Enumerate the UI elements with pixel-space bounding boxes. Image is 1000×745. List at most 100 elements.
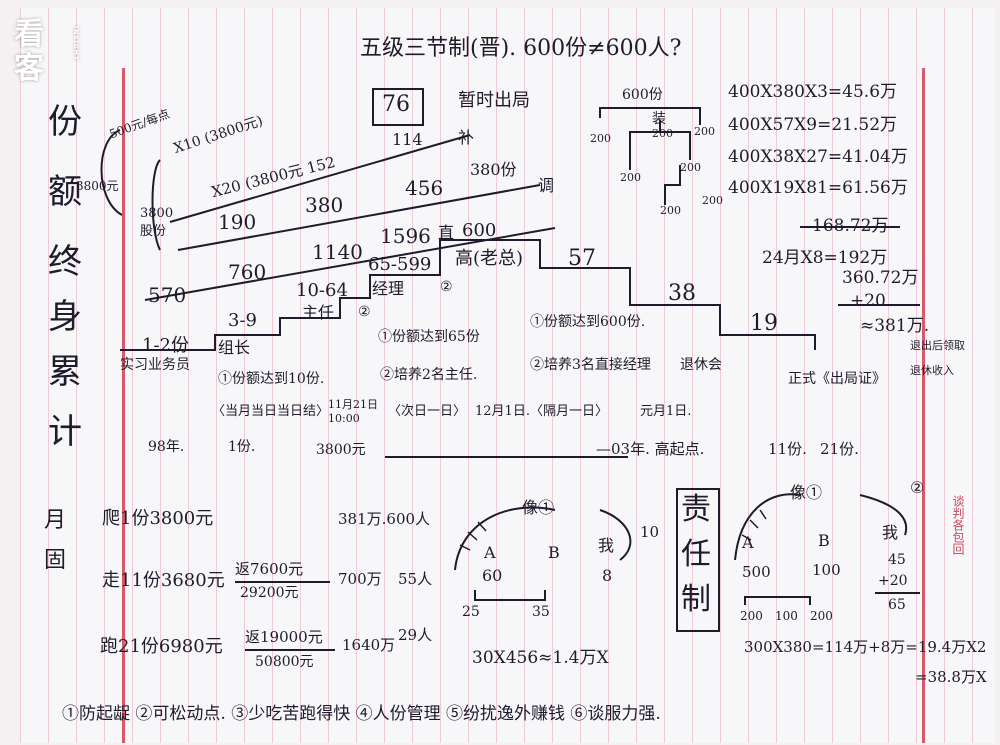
- responsibility-box: [676, 488, 720, 632]
- calc-8: +20: [850, 291, 886, 311]
- cond-8: ②: [358, 304, 371, 320]
- tree-node-4: 200: [620, 171, 641, 184]
- diagram-right-20: +20: [878, 573, 908, 589]
- timeline-2: 1份.: [228, 439, 256, 455]
- left-col-4: 身: [48, 297, 82, 337]
- left-col-2: 额: [48, 172, 82, 212]
- level-5-role: 高(老总): [455, 248, 524, 269]
- tree-node-3: 200: [694, 125, 715, 138]
- diag-label-6: 补: [458, 128, 475, 147]
- footer-line: ①防起龊 ②可松动点. ③少吃苦跑得快 ④人份管理 ⑤纷扰逸外赚钱 ⑥谈服力强.: [62, 704, 661, 724]
- diagram-mid-b: B: [548, 543, 560, 562]
- tree-mid: 装: [652, 111, 666, 127]
- diag-label-7: 380份: [470, 160, 517, 179]
- date-5: 〈隔月一日〉: [530, 404, 609, 419]
- level-4: 65-599: [368, 254, 432, 275]
- watermark-side: INSIGHT: [72, 26, 79, 61]
- diag-label-3: 114: [392, 130, 423, 149]
- cond-9: ②: [440, 279, 453, 295]
- resp-char-3: 制: [681, 582, 711, 617]
- diagram-right-45: 45: [888, 552, 906, 568]
- tree-node-7: 200: [702, 194, 723, 207]
- date-3: 〈次日一日〉: [388, 404, 467, 419]
- calc-3: 400X38X27=41.04万: [728, 147, 908, 167]
- row2-b: 返7600元: [235, 560, 304, 578]
- diagram-mid-a: A: [484, 543, 496, 562]
- calc-5: 168.72万: [812, 216, 889, 236]
- cond-2: ①份额达到65份: [378, 329, 480, 345]
- timeline-4: —03年. 高起点.: [596, 440, 705, 458]
- resp-char-1: 责: [681, 492, 711, 527]
- box-76: [372, 88, 424, 126]
- diagram-right-a: A: [742, 533, 754, 552]
- timeline-6: 21份.: [820, 440, 859, 458]
- date-4: 12月1日.: [475, 404, 530, 419]
- diag-label-11: 190: [218, 210, 257, 234]
- left-col-5: 累: [48, 352, 82, 392]
- level-3: 10-64: [296, 280, 348, 301]
- cond-7: 正式《出局证》: [788, 371, 886, 387]
- row3-e: 29人: [398, 626, 433, 644]
- level-2-role: 组长: [218, 338, 251, 357]
- diag-label-12: 1596: [380, 224, 431, 248]
- diagram-mid-25: 25: [462, 604, 480, 620]
- left-col-3: 终: [48, 242, 82, 282]
- diag-label-16: 570: [148, 283, 187, 307]
- diagram-right-b: B: [818, 531, 830, 550]
- diagram-right-65: 65: [888, 597, 906, 613]
- monthly-label-1: 月: [44, 508, 67, 533]
- diagram-mid-me: 我: [598, 536, 615, 555]
- diag-label-13: 直: [438, 223, 455, 242]
- cond-3: ②培养2名主任.: [380, 367, 478, 383]
- step-57: 57: [568, 246, 596, 271]
- tree-node-6: 200: [660, 204, 681, 217]
- date-2: 11月21日 10:00: [328, 398, 378, 425]
- diagram-right-side: 谈判各包回: [951, 495, 965, 555]
- diagram-mid-60: 60: [482, 566, 503, 585]
- diagram-mid-calc: 30X456≈1.4万X: [472, 648, 609, 668]
- calc-7: 360.72万: [842, 268, 919, 288]
- date-6: 元月1日.: [640, 404, 692, 419]
- left-margin-line: [122, 68, 125, 743]
- diag-label-8: 调: [538, 176, 555, 195]
- diagram-right-me: 我: [882, 523, 899, 542]
- watermark-logo: 看 客 INSIGHT: [14, 17, 79, 86]
- notebook-sheet: [20, 8, 995, 743]
- row1-b: 381万.600人: [338, 510, 431, 528]
- diagram-right-500: 500: [742, 563, 771, 581]
- calc-4: 400X19X81=61.56万: [728, 178, 908, 198]
- diagram-right-marker: ②: [910, 478, 925, 497]
- left-col-1: 份: [48, 102, 82, 142]
- diag-label-10: 380: [305, 193, 344, 217]
- diag-label-5: 暂时出局: [458, 90, 530, 111]
- monthly-label-2: 固: [44, 548, 67, 573]
- row2-e: 55人: [398, 570, 433, 588]
- cond-6: 退休会: [680, 357, 722, 373]
- level-5: 600: [462, 220, 497, 241]
- diagram-right-calc2: =38.8万X: [915, 668, 987, 686]
- diagram-mid-top: 像①: [522, 498, 555, 517]
- diagram-mid-35: 35: [532, 604, 550, 620]
- level-2: 3-9: [228, 310, 257, 331]
- row2-d: 700万: [338, 570, 382, 588]
- row3-a: 跑21份6980元: [100, 636, 223, 657]
- page-title: 五级三节制(晋). 600份≠600人?: [360, 36, 682, 61]
- step-38: 38: [668, 281, 696, 306]
- row3-b: 返19000元: [245, 628, 323, 646]
- watermark-main: 看 客: [14, 17, 44, 86]
- tree-node-5: 200: [680, 161, 701, 174]
- timeline-3: 3800元: [316, 442, 366, 458]
- row2-c: 29200元: [240, 585, 299, 601]
- diagram-right-n3: 200: [810, 609, 833, 623]
- level-4-role: 经理: [372, 279, 405, 298]
- diag-label-14: 1140: [312, 240, 363, 264]
- date-1: 〈当月当日当日结〉: [212, 404, 330, 419]
- row3-c: 50800元: [255, 654, 314, 670]
- diag-label-15: 760: [228, 260, 267, 284]
- diagram-right-n1: 200: [740, 609, 763, 623]
- calc-10: 退出后领取: [910, 339, 965, 352]
- calc-2: 400X57X9=21.52万: [728, 115, 898, 135]
- row3-d: 1640万: [342, 636, 396, 654]
